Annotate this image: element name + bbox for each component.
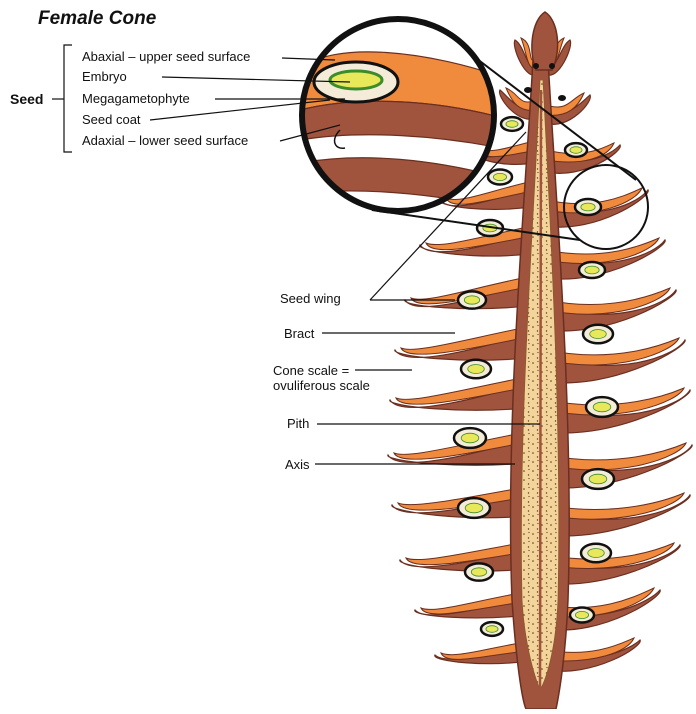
seed-embryo bbox=[585, 266, 599, 274]
seed-embryo bbox=[506, 121, 518, 128]
cone-apex bbox=[532, 12, 558, 70]
magnified-embryo bbox=[330, 71, 382, 89]
seed-embryo bbox=[590, 330, 607, 339]
label-ovuliferous-scale: ovuliferous scale bbox=[273, 378, 370, 393]
label-megagametophyte: Megagametophyte bbox=[82, 91, 190, 106]
seed-bracket bbox=[64, 45, 72, 152]
apex-dot bbox=[549, 63, 555, 69]
seed-embryo bbox=[486, 626, 498, 633]
seed-embryo bbox=[581, 203, 595, 211]
axis-center-line bbox=[540, 90, 541, 690]
label-cone-scale: Cone scale = bbox=[273, 363, 349, 378]
seed-embryo bbox=[593, 402, 611, 412]
label-abaxial: Abaxial – upper seed surface bbox=[82, 49, 250, 64]
seed-embryo bbox=[575, 611, 588, 618]
apex-dot bbox=[558, 95, 566, 101]
seed-embryo bbox=[588, 549, 605, 558]
magnified-seed-view bbox=[290, 19, 510, 211]
ovuliferous-scale bbox=[546, 288, 670, 314]
seed-embryo bbox=[570, 147, 582, 154]
seed-embryo bbox=[464, 296, 479, 304]
seed-embryo bbox=[493, 173, 506, 180]
label-embryo: Embryo bbox=[82, 69, 127, 84]
label-axis: Axis bbox=[285, 457, 310, 472]
label-pith: Pith bbox=[287, 416, 309, 431]
label-seed-wing: Seed wing bbox=[280, 291, 341, 306]
seed-embryo bbox=[471, 568, 486, 576]
apex-dot bbox=[524, 87, 532, 93]
diagram-title: Female Cone bbox=[38, 8, 157, 29]
label-adaxial: Adaxial – lower seed surface bbox=[82, 133, 248, 148]
label-seed-coat: Seed coat bbox=[82, 112, 141, 127]
seed-embryo bbox=[468, 365, 485, 374]
ovuliferous-scale bbox=[546, 238, 659, 264]
seed-embryo bbox=[589, 474, 607, 484]
apex-dot bbox=[533, 63, 539, 69]
label-bract: Bract bbox=[284, 326, 315, 341]
seed-group-label: Seed bbox=[10, 91, 43, 107]
seed-embryo bbox=[465, 503, 483, 513]
seed-embryo bbox=[461, 433, 479, 443]
